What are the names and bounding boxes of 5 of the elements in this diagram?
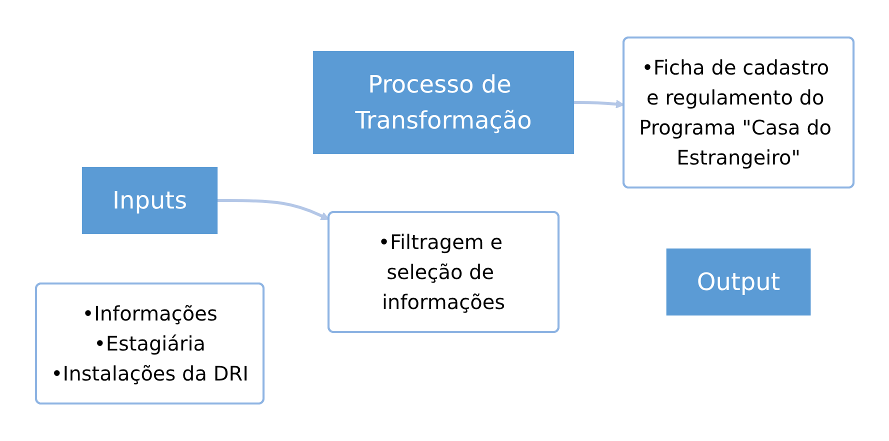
node-box: Inputs — [82, 167, 218, 234]
arrow — [216, 199, 330, 220]
node-box: Processo de Transformação — [312, 51, 574, 154]
node-box: Output — [666, 248, 810, 316]
arrow — [573, 100, 624, 108]
